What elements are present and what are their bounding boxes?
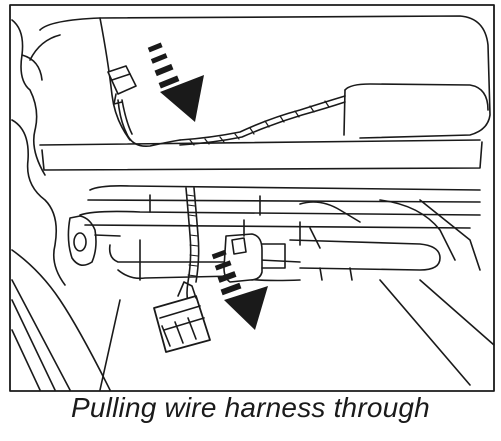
seat-cushion [29, 15, 491, 171]
mount-bolt [67, 215, 121, 266]
harness-clip [223, 219, 286, 283]
upper-wire [179, 95, 346, 146]
seat-side-left [11, 19, 111, 391]
seat-frame-rail [79, 185, 481, 271]
down-arrow-upper [147, 42, 204, 122]
lower-connector [153, 281, 211, 353]
frame-border [9, 4, 495, 392]
upper-connector [107, 65, 181, 148]
floor-lines [99, 279, 495, 391]
figure-caption: Pulling wire harness through [71, 392, 430, 423]
center-wire [185, 187, 200, 303]
down-arrow-lower [211, 249, 268, 330]
